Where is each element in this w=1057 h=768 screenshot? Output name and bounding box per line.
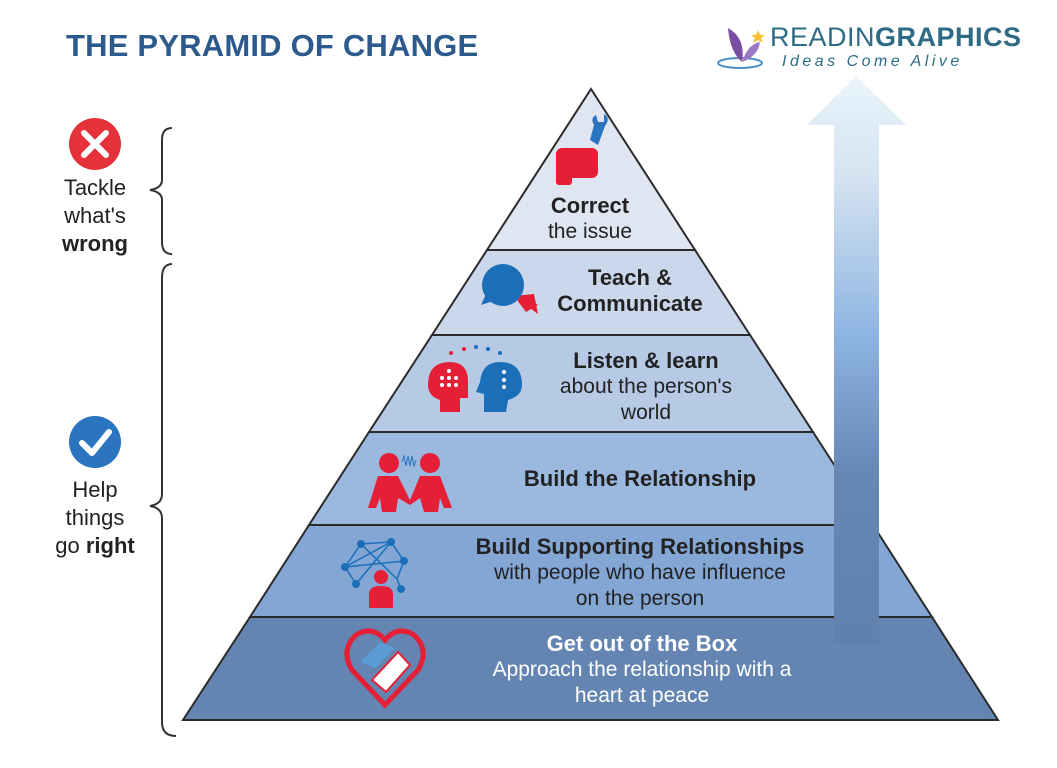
side-label-tackle-wrong: Tackle what's wrong [40, 174, 150, 258]
level-heading: Build Supporting Relationships [475, 534, 805, 559]
page-title: THE PYRAMID OF CHANGE [66, 28, 479, 63]
side-label-line: Help [72, 477, 118, 502]
level-build-relationship-label: Build the Relationship [480, 466, 800, 492]
level-subtext: heart at peace [574, 684, 710, 707]
level-subtext: the issue [547, 220, 633, 243]
brace-right [149, 263, 177, 737]
level-heading: Teach & [588, 265, 672, 290]
level-heading: Correct [550, 193, 630, 218]
side-label-line: things [65, 505, 125, 530]
level-correct-label: Correct the issue [520, 193, 660, 245]
level-supporting-label: Build Supporting Relationships with peop… [440, 534, 840, 612]
side-label-help-right: Help things go right [40, 476, 150, 560]
heart-handshake-icon [344, 628, 426, 709]
level-heading: Get out of the Box [546, 631, 738, 656]
side-label-line: Tackle [63, 175, 127, 200]
speech-bubbles-icon [481, 264, 538, 314]
level-subtext: about the person's [559, 375, 733, 398]
level-subtext: world [620, 401, 672, 424]
x-circle-icon [69, 118, 121, 170]
level-teach-label: Teach & Communicate [540, 265, 720, 317]
level-subtext: on the person [575, 587, 705, 610]
brace-wrong [149, 127, 173, 255]
side-label-bold: right [85, 533, 135, 558]
two-heads-icon [428, 345, 522, 412]
level-6-band [181, 616, 1000, 721]
level-listen-label: Listen & learn about the person's world [536, 348, 756, 426]
logo-brand-bold: GRAPHICS [875, 22, 1022, 52]
check-circle-icon [69, 416, 121, 468]
logo-brand-light: READIN [770, 22, 876, 52]
side-label-line: go [55, 533, 86, 558]
fist-wrench-icon [556, 114, 608, 185]
logo-tagline: Ideas Come Alive [782, 53, 963, 70]
level-heading: Communicate [557, 291, 703, 316]
level-subtext: Approach the relationship with a [492, 658, 792, 681]
level-heading: Build the Relationship [523, 466, 757, 491]
level-get-out-of-box-label: Get out of the Box Approach the relation… [440, 631, 844, 709]
two-people-icon [368, 453, 452, 512]
network-person-icon [341, 538, 408, 608]
side-label-bold: wrong [62, 231, 128, 256]
upward-arrow [807, 76, 906, 643]
side-label-line: what's [64, 203, 126, 228]
level-subtext: with people who have influence [494, 561, 786, 584]
level-heading: Listen & learn [573, 348, 719, 373]
